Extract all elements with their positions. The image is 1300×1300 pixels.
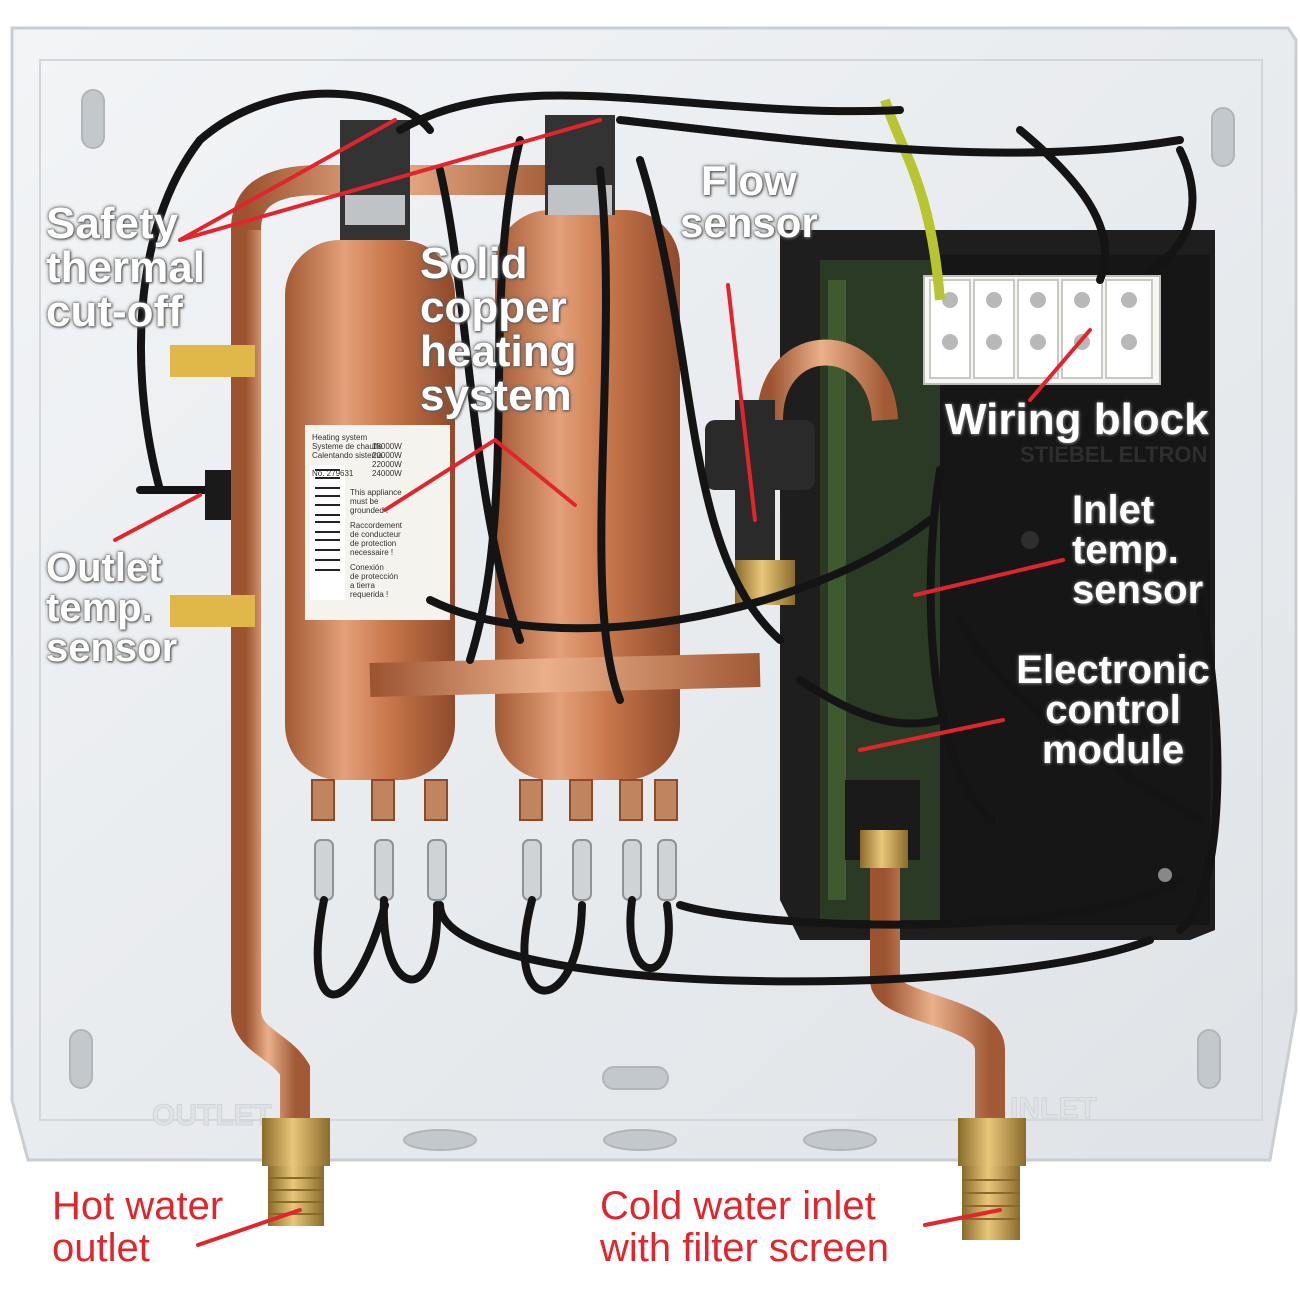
label-line: Flow (701, 157, 797, 204)
label-line: Solid (420, 239, 528, 288)
label-line: Electronic (1016, 648, 1210, 692)
label-line: temp. (1072, 528, 1179, 572)
label-line: control (1045, 688, 1181, 732)
label-wiring-block: Wiring block (945, 398, 1209, 442)
label-outlet-temp: Outlet temp. sensor (46, 548, 177, 668)
wiring-block (923, 275, 1161, 385)
sticker-notice-7: necessaire ! (350, 548, 393, 557)
label-solid-copper: Solid copper heating system (420, 242, 576, 418)
label-line: sensor (680, 199, 818, 246)
sticker-line-3: Calentando sistema (312, 451, 383, 460)
label-line: sensor (46, 626, 178, 670)
sticker-notice-6: de protection (350, 539, 396, 548)
label-line: system (420, 371, 572, 420)
sticker-line-4: No. 279631 (312, 469, 354, 478)
label-line: Safety (46, 199, 179, 248)
sticker-notice-5: de conducteur (350, 530, 401, 539)
inlet-pipe (757, 339, 1005, 1120)
ground-wire (880, 98, 945, 301)
tank-sticker: Heating system Systeme de chauffe Calent… (305, 425, 450, 620)
sticker-notice-10: a tierra (350, 581, 375, 590)
sticker-watts-4: 24000W (372, 469, 402, 478)
label-line: copper (420, 283, 567, 332)
label-cold-water-inlet: Cold water inlet with filter screen (600, 1185, 889, 1269)
label-line: temp. (46, 586, 153, 630)
mounting-holes (69, 89, 1235, 1151)
label-safety-cutoff: Safety thermal cut-off (46, 202, 205, 334)
label-line: module (1041, 728, 1185, 772)
sticker-line-2: Systeme de chauffe (312, 442, 383, 451)
label-control-module: Electronic control module (1010, 650, 1216, 770)
wires (136, 89, 1222, 999)
element-terminals (311, 779, 678, 901)
label-line: thermal (46, 243, 205, 292)
sticker-notice-3: grounded ! (350, 506, 388, 515)
label-line: heating (420, 327, 577, 376)
leader-lines (113, 118, 1092, 1247)
label-line: Wiring block (945, 395, 1209, 444)
sticker-watts-3: 22000W (372, 460, 402, 469)
sticker-notice-4: Raccordement (350, 521, 403, 530)
label-line: cut-off (46, 287, 183, 336)
sticker-notice-2: must be (350, 497, 379, 506)
label-line: outlet (52, 1226, 150, 1270)
sticker-notice-8: Conexión (350, 563, 384, 572)
sticker-line-1: Heating system (312, 433, 367, 442)
label-line: Cold water inlet (600, 1184, 876, 1228)
label-line: Inlet (1072, 488, 1155, 532)
outlet-embossed: OUTLET (152, 1099, 272, 1132)
cold-inlet-fitting (958, 1118, 1026, 1240)
label-flow-sensor: Flow sensor (680, 160, 818, 244)
label-line: sensor (1072, 568, 1204, 612)
sticker-watts-1: 18000W (372, 442, 402, 451)
sticker-notice-1: This appliance (350, 488, 402, 497)
label-line: Outlet (46, 546, 162, 590)
brackets (170, 345, 255, 627)
label-line: Hot water (52, 1184, 224, 1228)
label-inlet-temp: Inlet temp. sensor (1072, 490, 1203, 610)
label-hot-water-outlet: Hot water outlet (52, 1185, 223, 1269)
label-line: with filter screen (600, 1226, 889, 1270)
outlet-sensor-clip (205, 470, 231, 520)
sticker-notice-11: requerida ! (350, 590, 388, 599)
sticker-watts-2: 20000W (372, 451, 402, 460)
cross-pipe (369, 653, 761, 697)
sticker-notice-9: de protección (350, 572, 398, 581)
brand-embossed: STIEBEL ELTRON (1020, 442, 1207, 467)
